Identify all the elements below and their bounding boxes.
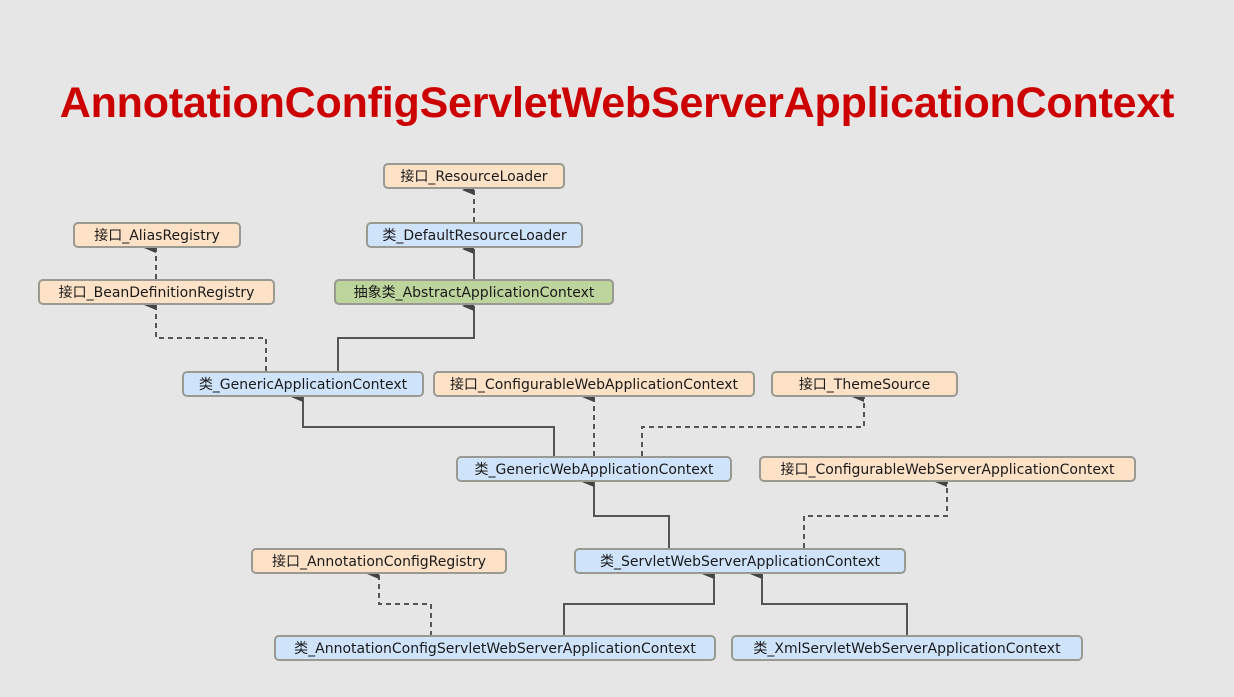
node-theme-source: 接口_ThemeSource: [771, 371, 958, 397]
edge-generic-application-context-to-abstract-application-context: [337, 301, 475, 371]
node-servlet-web-server-application-context: 类_ServletWebServerApplicationContext: [574, 548, 906, 574]
edge-servlet-web-server-to-generic-web-application-context: [582, 477, 670, 548]
node-annotation-config-registry: 接口_AnnotationConfigRegistry: [251, 548, 507, 574]
node-configurable-web-application-context: 接口_ConfigurableWebApplicationContext: [433, 371, 755, 397]
page-title: AnnotationConfigServletWebServerApplicat…: [59, 79, 1175, 127]
node-generic-application-context: 类_GenericApplicationContext: [182, 371, 424, 397]
node-xml-servlet-web-server-application-context: 类_XmlServletWebServerApplicationContext: [731, 635, 1083, 661]
node-bean-definition-registry: 接口_BeanDefinitionRegistry: [38, 279, 275, 305]
node-configurable-web-server-application-context: 接口_ConfigurableWebServerApplicationConte…: [759, 456, 1136, 482]
node-generic-web-application-context: 类_GenericWebApplicationContext: [456, 456, 732, 482]
edge-generic-web-application-context-to-generic-application-context: [291, 392, 555, 456]
node-annotation-config-servlet-web-server-application-context: 类_AnnotationConfigServletWebServerApplic…: [274, 635, 716, 661]
node-resource-loader: 接口_ResourceLoader: [383, 163, 565, 189]
node-abstract-application-context: 抽象类_AbstractApplicationContext: [334, 279, 614, 305]
edge-generic-web-application-context-to-theme-source: [641, 392, 865, 456]
node-default-resource-loader: 类_DefaultResourceLoader: [366, 222, 583, 248]
edge-generic-application-context-to-bean-definition-registry: [144, 300, 267, 371]
edge-annotation-config-servlet-to-annotation-config-registry: [367, 569, 432, 636]
edge-xml-servlet-to-servlet-web-server: [750, 569, 908, 636]
node-alias-registry: 接口_AliasRegistry: [73, 222, 241, 248]
edge-annotation-config-servlet-to-servlet-web-server: [563, 569, 715, 636]
edge-servlet-web-server-application-context-to-configurable-web-server-application-context: [803, 477, 948, 548]
